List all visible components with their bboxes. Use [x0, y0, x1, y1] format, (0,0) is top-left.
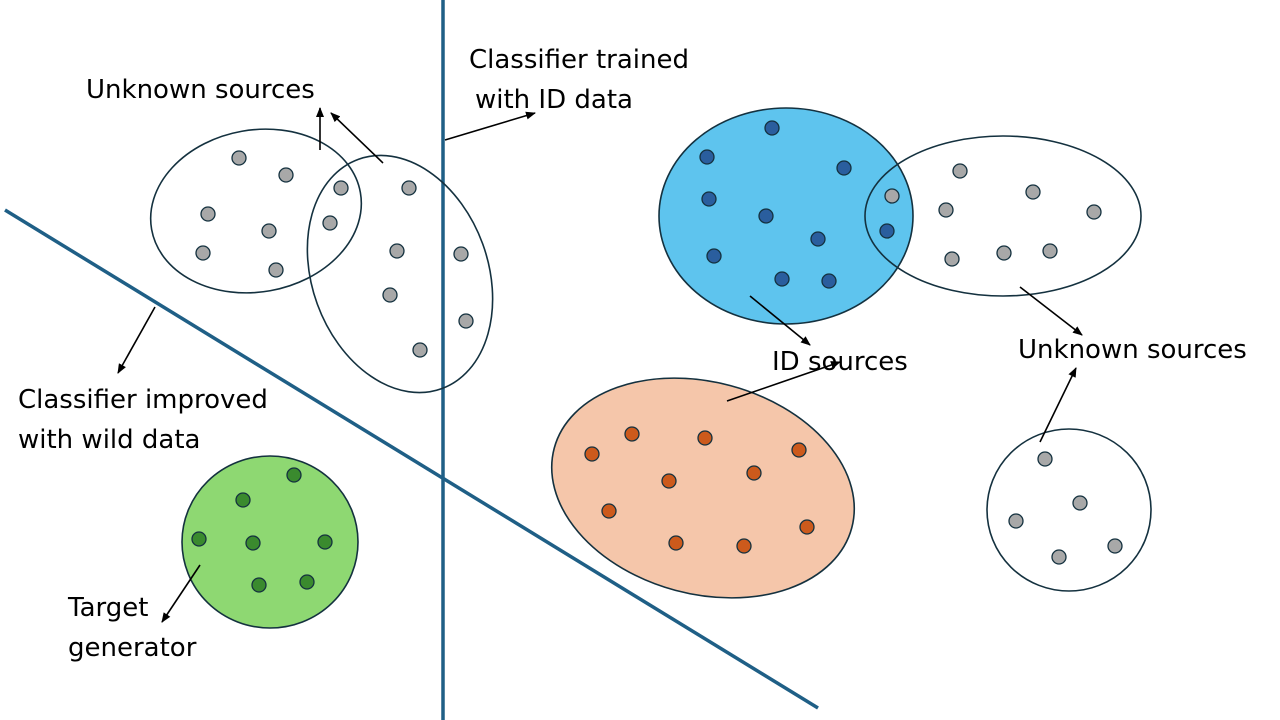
unknown-cluster-b-point-3	[453, 246, 469, 262]
unknown-cluster-c-point-8	[1042, 243, 1058, 259]
unknown-cluster-c-point-2	[884, 188, 900, 204]
wild-id-cluster-point-8	[668, 535, 684, 551]
unknown-cluster-a	[149, 128, 363, 294]
wild-id-cluster	[550, 377, 856, 599]
unknown-cluster-c-point-6	[944, 251, 960, 267]
unknown-cluster-d-point-5	[1107, 538, 1123, 554]
unknown-cluster-c-point-4	[938, 202, 954, 218]
wild-id-cluster-point-1	[624, 426, 640, 442]
arrow-unknown-left-2	[330, 112, 384, 164]
unknown-cluster-a-point-8	[268, 262, 284, 278]
unknown-cluster-d-point-4	[1051, 549, 1067, 565]
id-cluster	[658, 107, 914, 325]
unknown-cluster-a-point-6	[322, 215, 338, 231]
unknown-cluster-b-point-1	[401, 180, 417, 196]
wild-id-cluster-outline	[550, 377, 856, 599]
unknown-cluster-a-point-2	[278, 167, 294, 183]
unknown-cluster-a-point-4	[200, 206, 216, 222]
unknown-cluster-c-point-7	[996, 245, 1012, 261]
unknown-cluster-b-point-6	[412, 342, 428, 358]
unknown-cluster-c-point-1	[952, 163, 968, 179]
label-classifier-improved-line1: Classifier improved	[18, 385, 268, 415]
arrow-id-sources-2	[726, 361, 841, 402]
unknown-cluster-b-outline	[306, 154, 494, 394]
id-cluster-point-6	[810, 231, 826, 247]
label-target-line2: generator	[68, 633, 197, 663]
unknown-cluster-a-point-3	[333, 180, 349, 196]
label-unknown-sources-right: Unknown sources	[1018, 335, 1247, 365]
unknown-cluster-d-point-3	[1008, 513, 1024, 529]
clusters-layer	[149, 107, 1152, 629]
target-cluster-point-7	[299, 574, 315, 590]
label-target-line1: Target	[68, 593, 149, 623]
wild-id-cluster-point-9	[736, 538, 752, 554]
unknown-cluster-a-point-7	[195, 245, 211, 261]
unknown-cluster-b-point-2	[389, 243, 405, 259]
target-cluster-point-4	[245, 535, 261, 551]
unknown-cluster-c-point-3	[1025, 184, 1041, 200]
unknown-cluster-c-outline	[864, 135, 1142, 297]
id-cluster-outline	[658, 107, 914, 325]
wild-id-cluster-point-4	[791, 442, 807, 458]
id-cluster-point-4	[701, 191, 717, 207]
arrow-unknown-right-2	[1039, 367, 1077, 443]
wild-id-cluster-point-10	[799, 519, 815, 535]
label-classifier-trained-line2: with ID data	[475, 85, 633, 115]
annotation-arrows	[117, 107, 1083, 623]
unknown-cluster-a-point-5	[261, 223, 277, 239]
unknown-cluster-a-point-1	[231, 150, 247, 166]
target-cluster-point-6	[251, 577, 267, 593]
wild-id-cluster-point-6	[746, 465, 762, 481]
target-cluster-point-5	[317, 534, 333, 550]
label-classifier-improved-line2: with wild data	[18, 425, 201, 455]
id-cluster-point-1	[764, 120, 780, 136]
target-cluster-point-1	[286, 467, 302, 483]
id-cluster-point-7	[706, 248, 722, 264]
id-cluster-point-10	[879, 223, 895, 239]
wild-id-cluster-point-3	[697, 430, 713, 446]
unknown-cluster-c	[864, 135, 1142, 297]
wild-id-cluster-point-2	[584, 446, 600, 462]
id-cluster-point-3	[836, 160, 852, 176]
unknown-cluster-c-point-5	[1086, 204, 1102, 220]
label-classifier-trained-line1: Classifier trained	[469, 45, 689, 75]
unknown-cluster-d-point-2	[1072, 495, 1088, 511]
id-cluster-point-8	[774, 271, 790, 287]
wild-id-cluster-point-5	[661, 473, 677, 489]
arrow-unknown-right-1	[1019, 286, 1083, 336]
target-cluster	[181, 455, 359, 629]
unknown-cluster-b-point-4	[382, 287, 398, 303]
unknown-cluster-b	[306, 154, 494, 394]
target-cluster-point-3	[191, 531, 207, 547]
arrow-id-sources-1	[749, 295, 811, 346]
classifier-improved-boundary	[4, 208, 819, 710]
id-cluster-point-5	[758, 208, 774, 224]
id-cluster-point-2	[699, 149, 715, 165]
unknown-cluster-d-outline	[986, 428, 1152, 592]
unknown-cluster-d	[986, 428, 1152, 592]
id-cluster-point-9	[821, 273, 837, 289]
arrow-classifier-improved	[117, 306, 156, 374]
unknown-cluster-a-outline	[149, 128, 363, 294]
unknown-cluster-b-point-5	[458, 313, 474, 329]
target-cluster-point-2	[235, 492, 251, 508]
unknown-cluster-d-point-1	[1037, 451, 1053, 467]
arrow-target-generator	[161, 564, 201, 623]
wild-id-cluster-point-7	[601, 503, 617, 519]
arrow-classifier-trained	[444, 111, 536, 141]
label-id-sources: ID sources	[772, 347, 908, 377]
label-unknown-sources-left: Unknown sources	[86, 75, 315, 105]
